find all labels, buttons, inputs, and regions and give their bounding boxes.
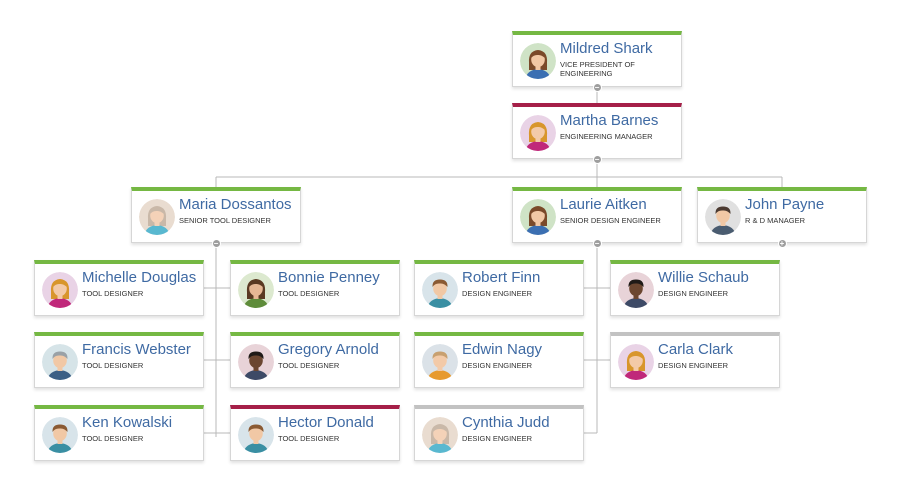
- node-name: Martha Barnes: [560, 112, 659, 129]
- avatar: [238, 344, 274, 380]
- avatar: [422, 417, 458, 453]
- avatar: [42, 417, 78, 453]
- node-title: DESIGN ENGINEER: [658, 361, 729, 370]
- node-name: Maria Dossantos: [179, 196, 292, 213]
- avatar: [238, 272, 274, 308]
- node-name: Robert Finn: [462, 269, 541, 286]
- node-name: Hector Donald: [278, 414, 374, 431]
- collapse-icon[interactable]: −: [592, 154, 602, 164]
- node-title: TOOL DESIGNER: [82, 361, 144, 370]
- avatar: [520, 115, 556, 151]
- collapse-icon[interactable]: −: [592, 82, 602, 92]
- node-title: DESIGN ENGINEER: [462, 434, 533, 443]
- avatar: [139, 199, 175, 235]
- node-title: TOOL DESIGNER: [82, 434, 144, 443]
- node-title: DESIGN ENGINEER: [658, 289, 729, 298]
- node-title: SENIOR DESIGN ENGINEER: [560, 216, 661, 225]
- node-name: Edwin Nagy: [462, 341, 543, 358]
- avatar: [42, 272, 78, 308]
- node-title: DESIGN ENGINEER: [462, 361, 533, 370]
- node-name: Gregory Arnold: [278, 341, 379, 358]
- node-name: Michelle Douglas: [82, 269, 197, 286]
- node-name: Bonnie Penney: [278, 269, 380, 286]
- node-title: TOOL DESIGNER: [278, 289, 340, 298]
- avatar: [42, 344, 78, 380]
- node-name: Willie Schaub: [658, 269, 749, 286]
- node-title: R & D MANAGER: [745, 216, 806, 225]
- node-name: Mildred Shark: [560, 40, 653, 57]
- avatar: [618, 272, 654, 308]
- avatar: [422, 272, 458, 308]
- avatar: [520, 199, 556, 235]
- node-name: John Payne: [745, 196, 825, 213]
- collapse-icon[interactable]: −: [211, 238, 221, 248]
- node-name: Cynthia Judd: [462, 414, 550, 431]
- node-name: Carla Clark: [658, 341, 734, 358]
- avatar: [520, 43, 556, 79]
- node-name: Francis Webster: [82, 341, 191, 358]
- node-title: TOOL DESIGNER: [278, 434, 340, 443]
- node-title: DESIGN ENGINEER: [462, 289, 533, 298]
- node-title: TOOL DESIGNER: [82, 289, 144, 298]
- node-john-payne[interactable]: John Payne R & D MANAGER: [697, 187, 867, 243]
- node-title: TOOL DESIGNER: [278, 361, 340, 370]
- node-title: SENIOR TOOL DESIGNER: [179, 216, 271, 225]
- expand-icon[interactable]: +: [777, 238, 787, 248]
- avatar: [705, 199, 741, 235]
- collapse-icon[interactable]: −: [592, 238, 602, 248]
- avatar: [618, 344, 654, 380]
- avatar: [238, 417, 274, 453]
- node-name: Ken Kowalski: [82, 414, 173, 431]
- avatar: [422, 344, 458, 380]
- node-title: VICE PRESIDENT OF ENGINEERING: [560, 60, 635, 78]
- node-title: ENGINEERING MANAGER: [560, 132, 653, 141]
- node-name: Laurie Aitken: [560, 196, 647, 213]
